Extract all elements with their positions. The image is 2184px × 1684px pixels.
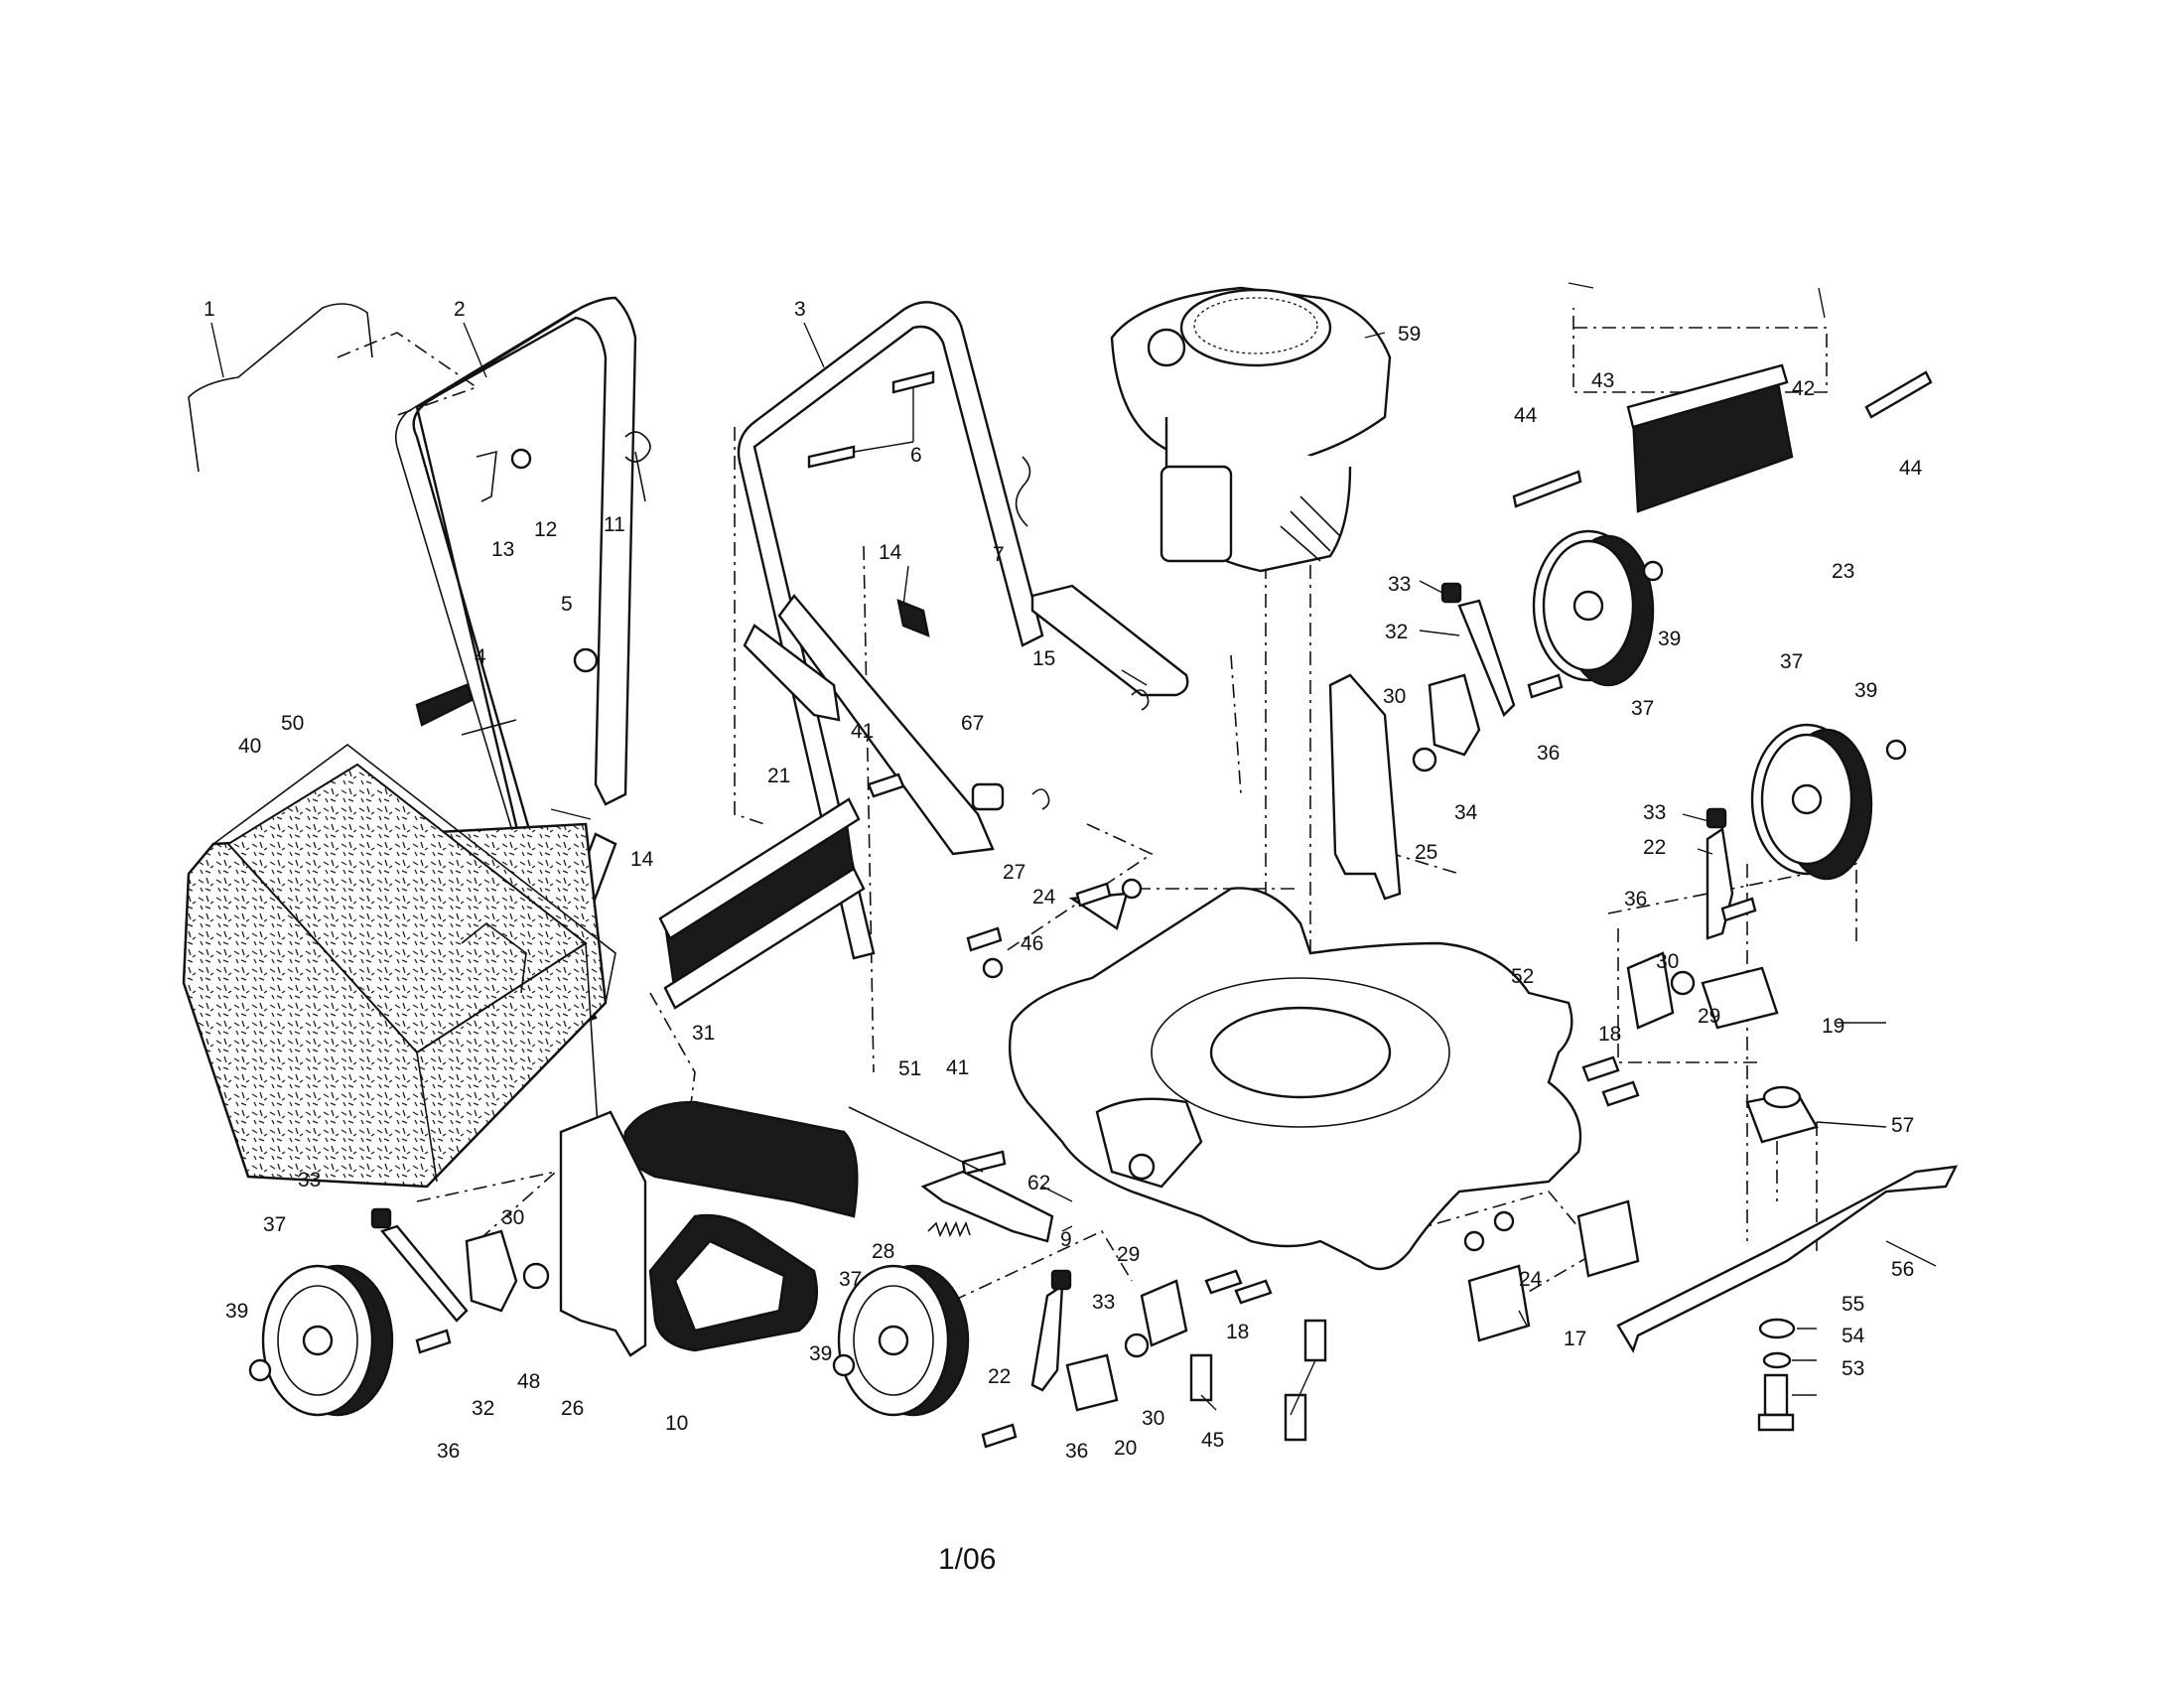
part-label: 67 (961, 712, 984, 735)
part-label: 62 (1027, 1172, 1050, 1194)
engine (1110, 286, 1392, 573)
part-label: 24 (1519, 1268, 1543, 1291)
part-label: 41 (851, 720, 874, 743)
part-label: 36 (1065, 1440, 1088, 1463)
part-label: 6 (910, 444, 922, 467)
part-label: 23 (1832, 560, 1854, 583)
part-label: 14 (630, 848, 654, 871)
part-label: 46 (1021, 932, 1043, 955)
part-label: 28 (872, 1240, 894, 1263)
part-label: 55 (1842, 1293, 1864, 1316)
part-label: 36 (1537, 742, 1560, 765)
page-footer: 1/06 (938, 1543, 996, 1576)
part-label: 30 (1142, 1407, 1164, 1430)
part-label: 44 (1899, 457, 1923, 480)
part-label: 26 (561, 1397, 584, 1420)
blade-assembly (415, 370, 1959, 1449)
part-label: 33 (1643, 801, 1666, 824)
part-label: 20 (1114, 1437, 1137, 1460)
part-label: 33 (1388, 573, 1411, 596)
part-label: 39 (1854, 679, 1877, 702)
part-label: 40 (238, 735, 261, 758)
part-label: 42 (1792, 377, 1815, 400)
part-label: 4 (475, 645, 486, 668)
part-label: 33 (298, 1169, 321, 1192)
part-label: 10 (665, 1412, 688, 1435)
part-label: 30 (1383, 685, 1406, 708)
leader-lines (210, 282, 1937, 1416)
part-label: 57 (1891, 1114, 1914, 1137)
part-label: 29 (1698, 1005, 1720, 1028)
part-label: 5 (561, 593, 573, 616)
part-label: 36 (1624, 888, 1647, 911)
part-label: 54 (1842, 1325, 1865, 1347)
part-label: 52 (1511, 965, 1534, 988)
part-label: 37 (263, 1213, 286, 1236)
part-label: 50 (281, 712, 304, 735)
part-label: 1 (204, 298, 215, 321)
part-label: 18 (1598, 1023, 1621, 1046)
part-label: 18 (1226, 1321, 1249, 1343)
part-label: 22 (1643, 836, 1666, 859)
grass-bag (182, 743, 616, 1189)
part-label: 2 (454, 298, 466, 321)
part-label: 19 (1822, 1015, 1844, 1038)
part-label: 30 (1656, 950, 1679, 973)
part-label: 31 (692, 1022, 715, 1045)
part-label: 59 (1398, 323, 1421, 346)
part-label: 32 (472, 1397, 494, 1420)
part-label: 32 (1385, 621, 1408, 643)
part-label: 12 (534, 518, 557, 541)
part-label: 43 (1591, 369, 1614, 392)
mower-deck (1008, 887, 1582, 1271)
part-label: 39 (809, 1342, 832, 1365)
part-label: 30 (501, 1206, 524, 1229)
part-label: 22 (988, 1365, 1011, 1388)
brackets (370, 363, 1794, 1412)
part-label: 9 (1060, 1228, 1072, 1251)
part-label: 36 (437, 1440, 460, 1463)
assembly-lines (337, 308, 1857, 1322)
part-label: 21 (767, 765, 790, 787)
part-label: 11 (604, 513, 625, 536)
part-label: 29 (1117, 1243, 1140, 1266)
part-label: 39 (1658, 628, 1681, 650)
part-label: 37 (839, 1268, 862, 1291)
part-label: 37 (1631, 697, 1654, 720)
part-label: 33 (1092, 1291, 1115, 1314)
part-label: 25 (1415, 841, 1437, 864)
part-label: 7 (993, 543, 1005, 566)
part-label: 39 (225, 1300, 248, 1323)
part-label: 13 (491, 538, 514, 561)
part-labels: 1 2 3 4 5 6 7 9 10 11 12 13 14 14 15 17 … (204, 298, 1923, 1463)
part-label: 44 (1514, 404, 1538, 427)
part-label: 53 (1842, 1357, 1864, 1380)
part-label: 24 (1032, 886, 1056, 909)
part-label: 27 (1003, 861, 1025, 884)
part-label: 51 (898, 1057, 921, 1080)
part-label: 34 (1454, 801, 1478, 824)
wheels (248, 529, 1907, 1417)
part-label: 48 (517, 1370, 540, 1393)
deflectors (623, 1100, 859, 1352)
part-label: 56 (1891, 1258, 1914, 1281)
part-label: 14 (879, 541, 902, 564)
part-label: 3 (794, 298, 806, 321)
part-label: 17 (1564, 1328, 1586, 1350)
part-label: 37 (1780, 650, 1803, 673)
part-label: 41 (946, 1056, 969, 1079)
part-label: 45 (1201, 1429, 1224, 1452)
rear-door (658, 797, 866, 1010)
part-label: 15 (1032, 647, 1055, 670)
